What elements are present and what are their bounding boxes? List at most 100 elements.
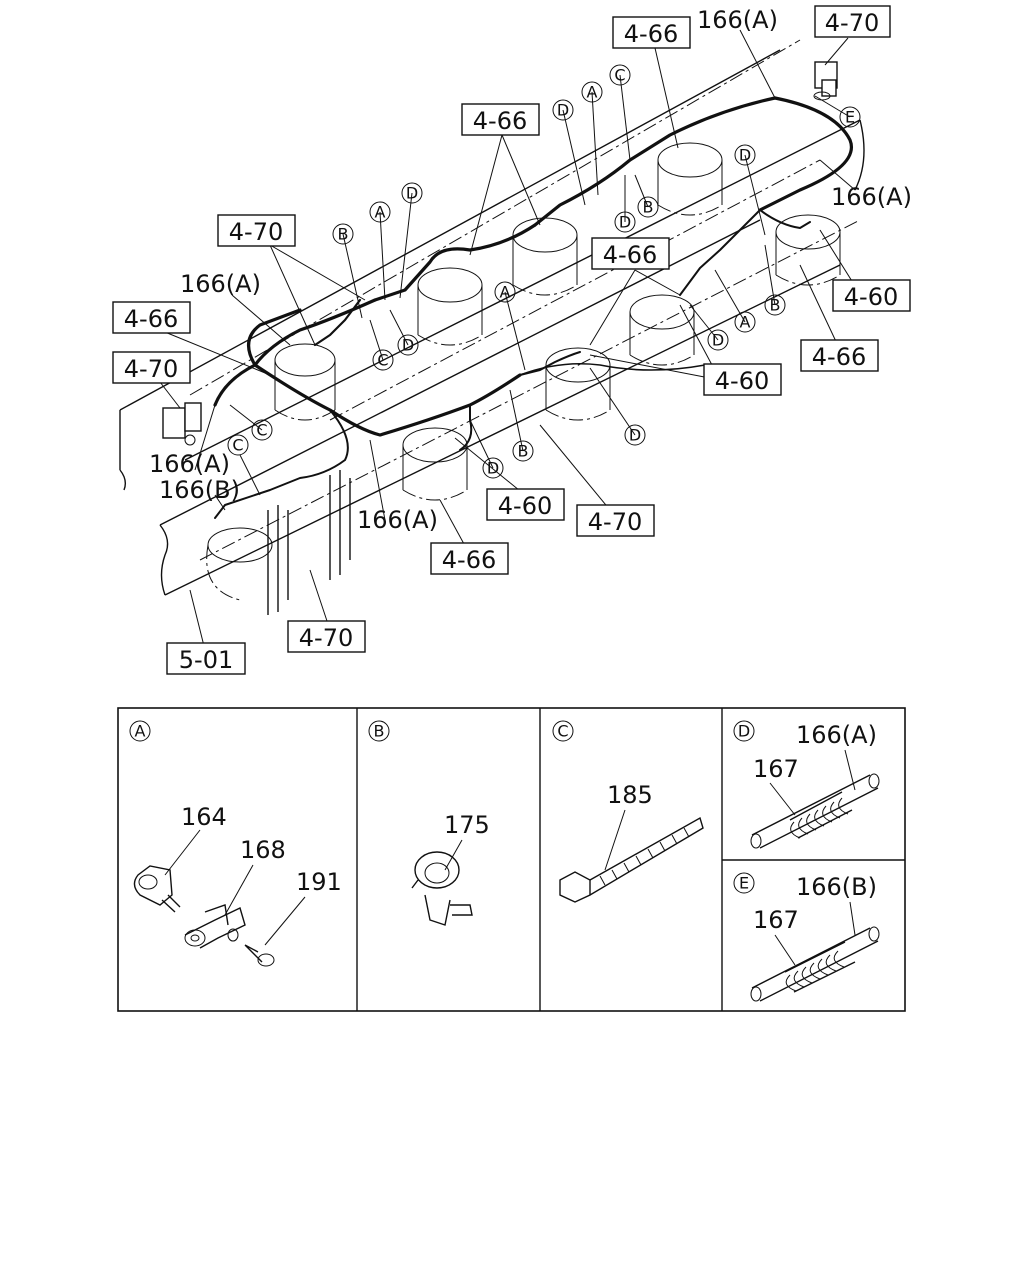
svg-text:D: D bbox=[629, 426, 641, 445]
ref-box-4-66-top[interactable]: 4-66 bbox=[612, 16, 691, 49]
svg-text:A: A bbox=[375, 203, 386, 222]
ref-box-4-70-low[interactable]: 4-70 bbox=[576, 504, 655, 537]
svg-text:4-70: 4-70 bbox=[229, 218, 283, 246]
svg-text:4-66: 4-66 bbox=[624, 20, 678, 48]
part-166b-detail-label: 166(B) bbox=[796, 873, 877, 901]
ref-box-4-66-center[interactable]: 4-66 bbox=[591, 237, 670, 270]
hose-clamp-icon bbox=[411, 851, 473, 926]
ref-box-4-66-mid[interactable]: 4-66 bbox=[461, 103, 540, 136]
cylinders-upper bbox=[274, 142, 723, 421]
svg-text:4-70: 4-70 bbox=[124, 355, 178, 383]
ref-box-4-70-top[interactable]: 4-70 bbox=[814, 5, 891, 38]
callout-e: E bbox=[839, 106, 861, 128]
svg-text:B: B bbox=[518, 442, 529, 461]
svg-text:4-66: 4-66 bbox=[603, 241, 657, 269]
callout-letters: E C A D B D D B A D D A B D C A B D D C … bbox=[227, 64, 861, 479]
detail-panel-b: B 175 bbox=[368, 720, 490, 926]
mounting-brackets bbox=[267, 470, 351, 615]
ref-box-4-66-low[interactable]: 4-66 bbox=[430, 542, 509, 575]
ref-box-4-60-right[interactable]: 4-60 bbox=[832, 279, 911, 312]
callout-c: C bbox=[227, 434, 249, 456]
ref-box-5-01[interactable]: 5-01 bbox=[166, 642, 246, 675]
callout-d: D bbox=[624, 424, 646, 446]
part-175-label: 175 bbox=[444, 811, 490, 839]
part-166a-detail-label: 166(A) bbox=[796, 721, 877, 749]
svg-text:D: D bbox=[402, 336, 414, 355]
part-167-detail-label-e: 167 bbox=[753, 906, 799, 934]
svg-text:4-70: 4-70 bbox=[299, 624, 353, 652]
detail-panel-d: D 166(A) 167 bbox=[733, 720, 880, 849]
svg-text:4-66: 4-66 bbox=[473, 107, 527, 135]
callout-d: D bbox=[614, 211, 636, 233]
svg-text:C: C bbox=[377, 351, 388, 370]
svg-text:D: D bbox=[739, 146, 751, 165]
ref-box-4-66-left[interactable]: 4-66 bbox=[112, 301, 191, 334]
part-label-166a-top: 166(A) bbox=[697, 6, 778, 34]
detail-panels bbox=[117, 707, 906, 1012]
callout-b: B bbox=[637, 196, 659, 218]
svg-text:D: D bbox=[487, 459, 499, 478]
callout-b: B bbox=[332, 223, 354, 245]
callout-d: D bbox=[397, 334, 419, 356]
svg-text:E: E bbox=[845, 108, 855, 127]
part-label-166a-leftlow: 166(A) bbox=[149, 450, 230, 478]
svg-text:5-01: 5-01 bbox=[179, 646, 233, 674]
cylinders-lower bbox=[206, 214, 841, 601]
svg-text:D: D bbox=[406, 184, 418, 203]
part-168-label: 168 bbox=[240, 836, 286, 864]
svg-text:B: B bbox=[374, 722, 385, 741]
svg-text:4-60: 4-60 bbox=[715, 367, 769, 395]
svg-text:4-60: 4-60 bbox=[498, 492, 552, 520]
callout-c: C bbox=[372, 349, 394, 371]
wire-harness bbox=[213, 96, 853, 519]
detail-panel-c: C 185 bbox=[552, 720, 704, 903]
detail-panel-a: A 164 168 191 bbox=[129, 720, 342, 967]
svg-text:4-66: 4-66 bbox=[442, 546, 496, 574]
part-164-label: 164 bbox=[181, 803, 227, 831]
svg-text:A: A bbox=[740, 313, 751, 332]
ref-box-4-70-leftlow[interactable]: 4-70 bbox=[112, 351, 191, 384]
svg-text:A: A bbox=[500, 283, 511, 302]
part-185-label: 185 bbox=[607, 781, 653, 809]
svg-text:4-60: 4-60 bbox=[844, 283, 898, 311]
svg-text:A: A bbox=[135, 722, 146, 741]
ref-box-4-60-center[interactable]: 4-60 bbox=[703, 363, 782, 396]
callout-d: D bbox=[401, 182, 423, 204]
part-label-166b-left: 166(B) bbox=[159, 476, 240, 504]
callout-b: B bbox=[512, 440, 534, 462]
callout-d: D bbox=[482, 457, 504, 479]
callout-c: C bbox=[251, 419, 273, 441]
svg-text:B: B bbox=[770, 296, 781, 315]
svg-text:D: D bbox=[712, 331, 724, 350]
callout-c: C bbox=[609, 64, 631, 86]
svg-text:C: C bbox=[614, 66, 625, 85]
svg-text:D: D bbox=[619, 213, 631, 232]
ref-box-4-70-left[interactable]: 4-70 bbox=[217, 214, 296, 247]
svg-text:C: C bbox=[557, 722, 568, 741]
wrapped-hose-icon bbox=[750, 773, 880, 849]
callout-a: A bbox=[581, 81, 603, 103]
callout-d: D bbox=[707, 329, 729, 351]
part-label-166a-center: 166(A) bbox=[357, 506, 438, 534]
callout-a: A bbox=[494, 281, 516, 303]
ref-box-4-70-bottom[interactable]: 4-70 bbox=[287, 620, 366, 653]
callout-d: D bbox=[552, 99, 574, 121]
ref-box-4-66-right[interactable]: 4-66 bbox=[800, 339, 879, 372]
ref-box-4-60-low[interactable]: 4-60 bbox=[486, 488, 565, 521]
svg-text:D: D bbox=[738, 722, 750, 741]
svg-text:C: C bbox=[256, 421, 267, 440]
callout-a: A bbox=[369, 201, 391, 223]
svg-text:D: D bbox=[557, 101, 569, 120]
cable-tie-icon bbox=[559, 816, 704, 903]
detail-panel-e: E 166(B) 167 bbox=[733, 872, 880, 1002]
svg-text:C: C bbox=[232, 436, 243, 455]
elbow-fitting-icon bbox=[133, 865, 181, 913]
connector-blocks bbox=[162, 61, 838, 446]
svg-text:4-70: 4-70 bbox=[825, 9, 879, 37]
part-label-166a-right: 166(A) bbox=[831, 183, 912, 211]
svg-text:4-66: 4-66 bbox=[812, 343, 866, 371]
svg-text:B: B bbox=[643, 198, 654, 217]
svg-text:E: E bbox=[739, 874, 749, 893]
callout-b: B bbox=[764, 294, 786, 316]
part-label-166a-left: 166(A) bbox=[180, 270, 261, 298]
